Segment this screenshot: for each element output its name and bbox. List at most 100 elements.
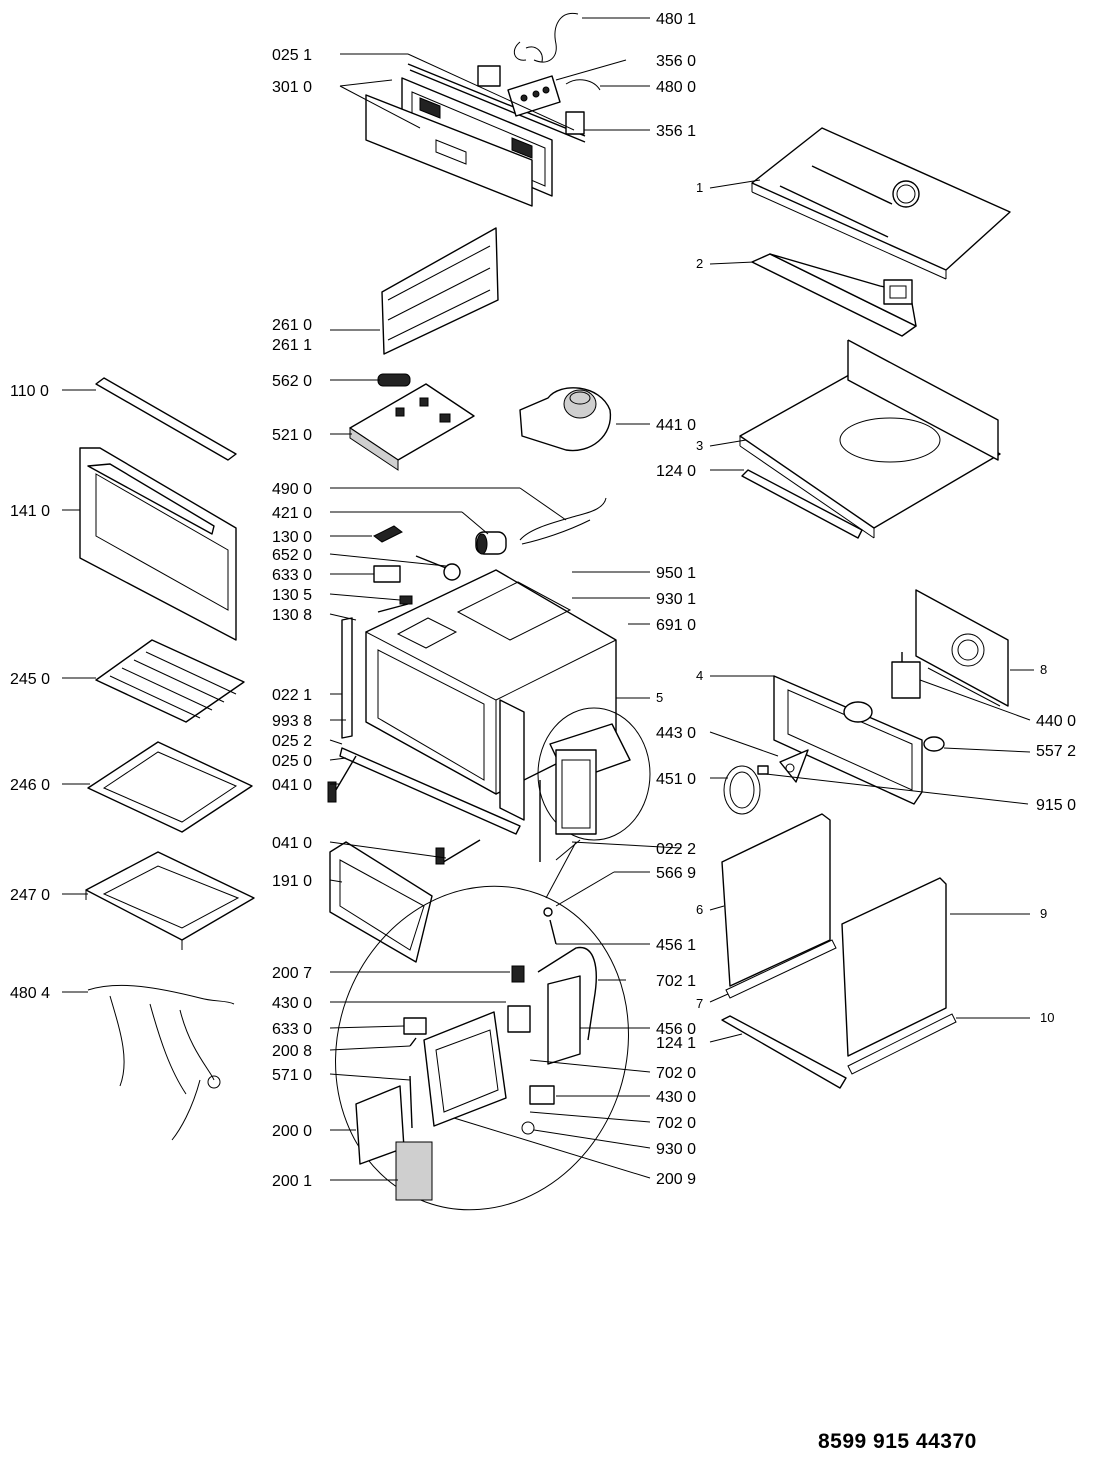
label-430-0-a: 430 0 xyxy=(272,995,312,1012)
air-duct xyxy=(751,253,917,337)
label-633-0-b: 633 0 xyxy=(272,1021,312,1038)
label-430-0-b: 430 0 xyxy=(656,1089,696,1106)
label-356-1: 356 1 xyxy=(656,123,696,140)
label-130-0: 130 0 xyxy=(272,529,312,546)
label-10: 10 xyxy=(1040,1010,1054,1025)
label-110-0: 110 0 xyxy=(10,383,49,400)
wiring-harness xyxy=(87,984,235,1141)
label-702-0-a: 702 0 xyxy=(656,1065,696,1082)
label-246-0: 246 0 xyxy=(10,777,50,794)
label-557-2: 557 2 xyxy=(1036,743,1076,760)
document-number: 8599 915 44370 xyxy=(818,1430,977,1453)
label-443-0: 443 0 xyxy=(656,725,696,742)
label-521-0: 521 0 xyxy=(272,427,312,444)
label-950-1: 950 1 xyxy=(656,565,696,582)
door-hinge-bracket xyxy=(381,227,499,355)
resistor-component xyxy=(377,373,411,387)
label-301-0: 301 0 xyxy=(272,79,312,96)
label-130-5: 130 5 xyxy=(272,587,312,604)
label-490-0: 490 0 xyxy=(272,481,312,498)
deep-tray xyxy=(85,851,255,950)
cooling-fan-motor xyxy=(519,387,612,452)
label-025-0: 025 0 xyxy=(272,753,312,770)
control-panel-frame xyxy=(365,63,586,207)
label-025-2: 025 2 xyxy=(272,733,312,750)
spacer-part xyxy=(757,765,769,775)
label-930-0: 930 0 xyxy=(656,1141,696,1158)
door-hinge xyxy=(327,755,481,865)
label-441-0: 441 0 xyxy=(656,417,696,434)
label-022-1: 022 1 xyxy=(272,687,312,704)
main-electronic-board xyxy=(349,383,475,471)
leader-lines xyxy=(62,17,1034,1181)
label-200-0: 200 0 xyxy=(272,1123,312,1140)
fan-motor xyxy=(891,652,921,699)
side-panel-left xyxy=(721,813,837,999)
label-247-0: 247 0 xyxy=(10,887,50,904)
label-562-0: 562 0 xyxy=(272,373,312,390)
side-panel-right xyxy=(841,877,957,1075)
label-3: 3 xyxy=(696,438,703,453)
label-8: 8 xyxy=(1040,662,1047,677)
label-930-1: 930 1 xyxy=(656,591,696,608)
label-421-0: 421 0 xyxy=(272,505,312,522)
oven-door xyxy=(79,447,237,641)
label-124-1: 124 1 xyxy=(656,1035,696,1052)
label-025-1: 025 1 xyxy=(272,47,312,64)
cavity-front-frame xyxy=(339,617,525,835)
label-200-7: 200 7 xyxy=(272,965,312,982)
label-456-0: 456 0 xyxy=(656,1021,696,1038)
label-652-0: 652 0 xyxy=(272,547,312,564)
label-633-0-a: 633 0 xyxy=(272,567,312,584)
part-labels: 480 1 025 1 356 0 301 0 480 0 356 1 1 2 … xyxy=(10,11,1076,1190)
label-702-0-b: 702 0 xyxy=(656,1115,696,1132)
control-wiring xyxy=(513,12,601,91)
label-456-1: 456 1 xyxy=(656,937,696,954)
label-6: 6 xyxy=(696,902,703,917)
door-seal xyxy=(329,841,433,963)
outer-casing-base xyxy=(739,339,1001,539)
label-480-1: 480 1 xyxy=(656,11,696,28)
label-261-1: 261 1 xyxy=(272,337,312,354)
label-1: 1 xyxy=(696,180,703,195)
label-191-0: 191 0 xyxy=(272,873,312,890)
label-993-8: 993 8 xyxy=(272,713,312,730)
circular-heating-element xyxy=(723,765,761,815)
label-2: 2 xyxy=(696,256,703,271)
label-571-0: 571 0 xyxy=(272,1067,312,1084)
label-451-0: 451 0 xyxy=(656,771,696,788)
thermostat xyxy=(923,736,945,752)
label-245-0: 245 0 xyxy=(10,671,50,688)
control-board xyxy=(507,75,561,117)
label-200-1: 200 1 xyxy=(272,1173,312,1190)
label-124-0: 124 0 xyxy=(656,463,696,480)
front-rail-lower xyxy=(741,469,863,539)
top-cover xyxy=(751,127,1011,280)
label-200-8: 200 8 xyxy=(272,1043,312,1060)
small-components xyxy=(373,525,461,613)
label-691-0: 691 0 xyxy=(656,617,696,634)
label-261-0: 261 0 xyxy=(272,317,312,334)
label-022-2: 022 2 xyxy=(656,841,696,858)
label-480-0: 480 0 xyxy=(656,79,696,96)
door-handle xyxy=(95,377,237,461)
convection-fan-blade xyxy=(779,749,809,783)
rear-fan-cover xyxy=(773,675,923,805)
label-5: 5 xyxy=(656,690,663,705)
steam-generator-unit xyxy=(537,707,651,862)
label-041-0-a: 041 0 xyxy=(272,777,312,794)
panel-brackets xyxy=(477,65,585,135)
label-130-8: 130 8 xyxy=(272,607,312,624)
label-7: 7 xyxy=(696,996,703,1011)
label-041-0-b: 041 0 xyxy=(272,835,312,852)
label-141-0: 141 0 xyxy=(10,503,50,520)
steam-system-group xyxy=(335,885,629,1211)
wire-rack xyxy=(95,639,245,723)
rear-panel xyxy=(915,589,1009,707)
label-480-4: 480 4 xyxy=(10,985,50,1002)
label-9: 9 xyxy=(1040,906,1047,921)
label-702-1: 702 1 xyxy=(656,973,696,990)
shallow-tray xyxy=(87,741,253,833)
label-440-0: 440 0 xyxy=(1036,713,1076,730)
